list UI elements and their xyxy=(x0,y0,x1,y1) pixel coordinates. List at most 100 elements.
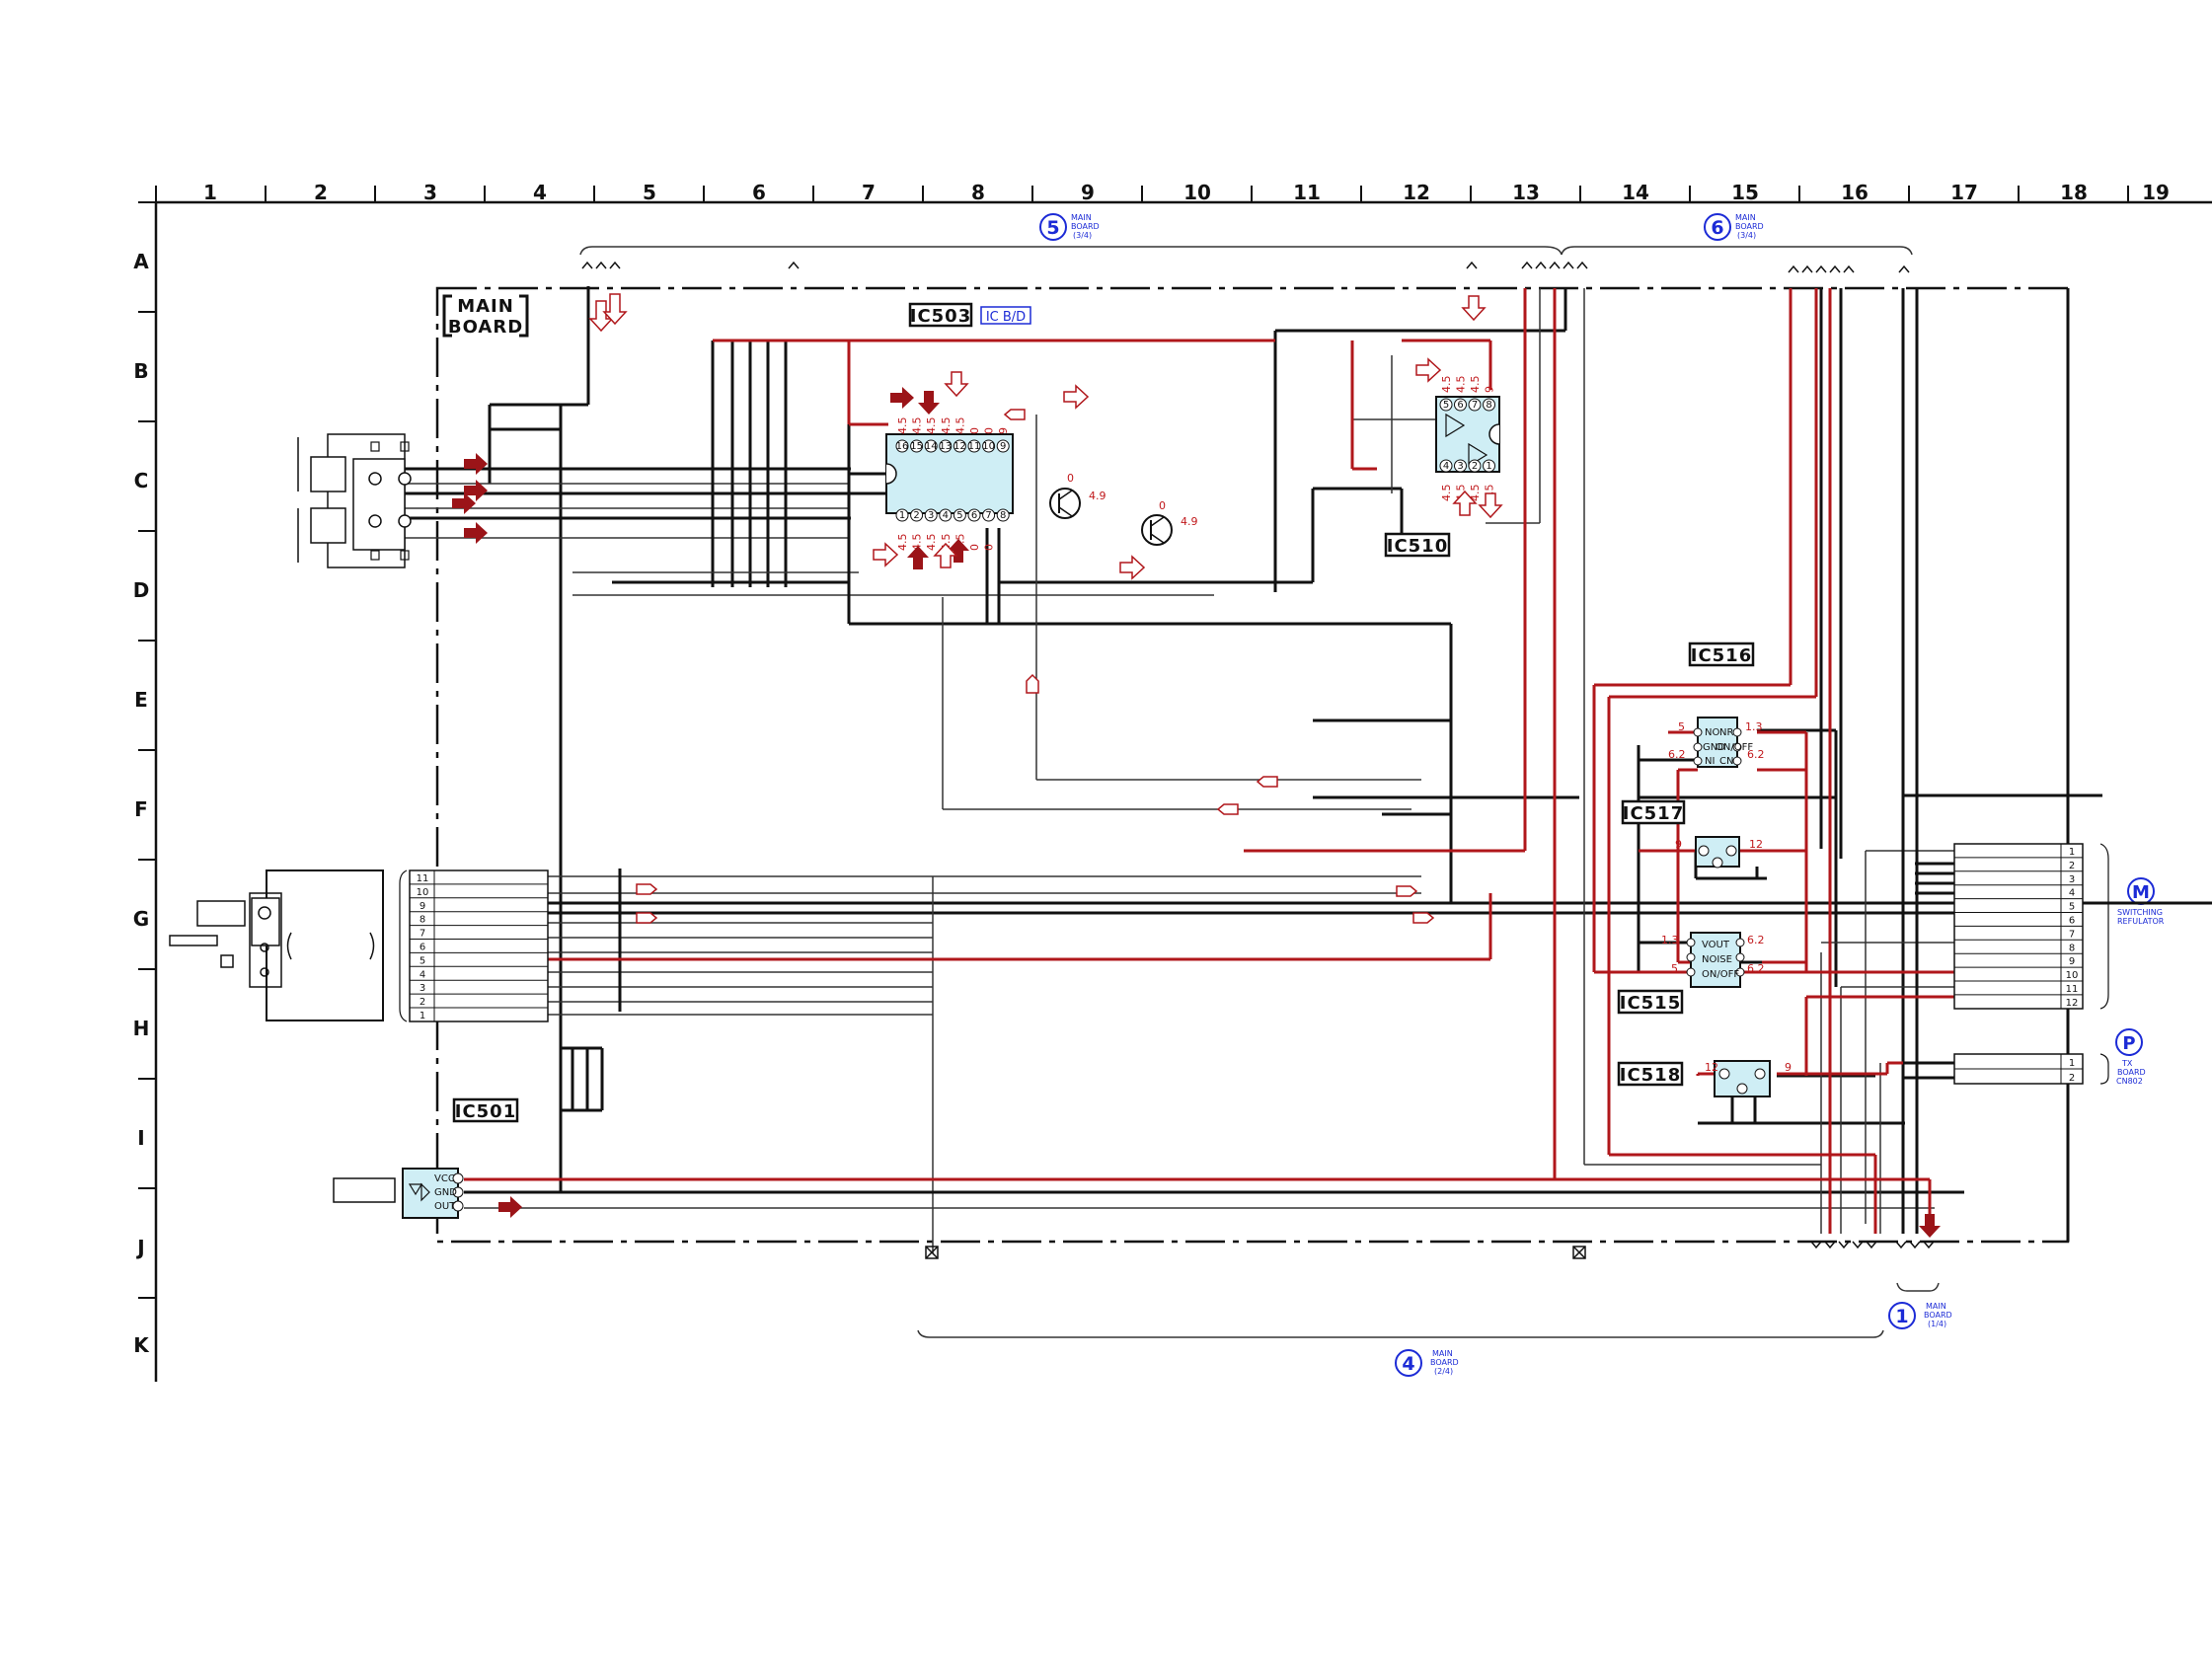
signal-arrows-open xyxy=(588,293,1503,580)
ic503-top-pin-num: 13 xyxy=(939,441,952,452)
ref-4-num: 4 xyxy=(1402,1353,1414,1375)
connector-flags xyxy=(636,409,1435,924)
col-12: 12 xyxy=(1403,181,1430,204)
ic503-top-pin-num: 14 xyxy=(925,441,938,452)
row-E: E xyxy=(134,688,148,712)
ic503-bottom-pin-num: 1 xyxy=(899,510,905,521)
ref-1-line1: MAIN xyxy=(1926,1302,1946,1311)
ic516-pin-onoff: ON/OFF xyxy=(1716,742,1753,753)
ic503-bottom-pin-num: 3 xyxy=(928,510,934,521)
col-17: 17 xyxy=(1950,181,1978,204)
ref-5-line3: (3/4) xyxy=(1073,231,1092,240)
ic510-label: IC510 xyxy=(1384,532,1451,558)
ic503-top-voltage: 4.5 xyxy=(925,417,938,435)
left-connector-pin: 5 xyxy=(420,955,425,966)
ref-P-line1: TX xyxy=(2121,1059,2133,1068)
ref-5-line2: BOARD xyxy=(1071,222,1100,231)
ref-6-line2: BOARD xyxy=(1735,222,1764,231)
ic510-bottom-pin-num: 4 xyxy=(1443,461,1449,472)
col-18: 18 xyxy=(2060,181,2088,204)
ic518-v-right: 9 xyxy=(1785,1061,1792,1074)
ref-P: P TX BOARD CN802 xyxy=(2115,1028,2146,1086)
ic503-top-voltage: 0 xyxy=(983,427,996,434)
col-9: 9 xyxy=(1081,181,1095,204)
ic517-label: IC517 xyxy=(1621,799,1686,825)
ic518-label: IC518 xyxy=(1617,1061,1684,1087)
ic516-pin-gnd: GND xyxy=(1703,742,1725,753)
row-A: A xyxy=(133,250,149,273)
ref-1-line3: (1/4) xyxy=(1928,1320,1946,1328)
ic516-pin-cn: CN xyxy=(1719,756,1733,767)
ref-M: M SWITCHING REFULATOR xyxy=(2117,877,2165,926)
ic503-bottom-pin xyxy=(982,508,996,522)
ic516-pin-no: NO xyxy=(1705,727,1719,738)
ic503-top-voltage: 0 xyxy=(968,427,981,434)
col-11: 11 xyxy=(1293,181,1321,204)
pickup-block xyxy=(169,869,384,1021)
ic503-bottom-voltage: 4.5 xyxy=(925,534,938,552)
ic510-bottom-pin xyxy=(1439,459,1453,473)
right-connector-pin: 6 xyxy=(2069,916,2075,927)
col-6: 6 xyxy=(752,181,766,204)
ref-4-line3: (2/4) xyxy=(1434,1367,1453,1376)
ic510-top-pin xyxy=(1483,398,1495,412)
ic503-top-pin xyxy=(982,439,996,453)
ic510-bottom-voltage: 4.5 xyxy=(1440,485,1453,502)
row-J: J xyxy=(135,1236,144,1259)
ref-6-line1: MAIN xyxy=(1735,213,1756,222)
col-5: 5 xyxy=(643,181,656,204)
right-connector-pin: 4 xyxy=(2069,888,2075,899)
ic503-top-pin-num: 12 xyxy=(953,441,966,452)
ic503-top-voltage: 9 xyxy=(997,427,1010,434)
ic503-bottom-pin xyxy=(996,508,1010,522)
left-connector-pin: 7 xyxy=(420,929,425,940)
ref-6-line3: (3/4) xyxy=(1737,231,1756,240)
ic503-top-pin-num: 15 xyxy=(910,441,923,452)
ic503-top-pin-num: 10 xyxy=(982,441,995,452)
left-connector-pin: 9 xyxy=(420,901,425,912)
ic510-bottom-pin-num: 2 xyxy=(1472,461,1478,472)
main-board-label: MAIN BOARD xyxy=(442,294,529,338)
ic510-top-pin-num: 7 xyxy=(1472,400,1478,411)
ic510-bottom-pin-num: 3 xyxy=(1457,461,1463,472)
ic503-top-pin xyxy=(953,439,966,453)
ic510-bottom-voltage: 4.5 xyxy=(1469,485,1482,502)
tx-connector-2pin: 1 2 xyxy=(1953,1053,2109,1085)
ref-6: 6 MAIN BOARD (3/4) xyxy=(1704,213,1764,241)
ic501-label-text: IC501 xyxy=(455,1101,516,1122)
ic515-pin-vout: VOUT xyxy=(1702,940,1730,950)
ic503-bottom-pin-num: 6 xyxy=(971,510,977,521)
ic503-bottom-pin xyxy=(910,508,924,522)
ref-1-line2: BOARD xyxy=(1924,1311,1952,1320)
ic510-label-text: IC510 xyxy=(1387,536,1448,557)
ic515-chip: VOUT NOISE ON/OFF 1.3 5 6.2 6.2 xyxy=(1661,932,1765,988)
ic503-top-pin xyxy=(910,439,924,453)
ic503-bottom-pin xyxy=(895,508,909,522)
signal-arrows-filled xyxy=(452,387,1941,1238)
ic515-pin-onoff: ON/OFF xyxy=(1702,969,1739,980)
q2-base-voltage: 0 xyxy=(1159,499,1166,512)
ic503-top-pin xyxy=(996,439,1010,453)
ic501-pin-vcc: VCC xyxy=(434,1173,455,1184)
ic516-pin-ni: NI xyxy=(1705,756,1715,767)
ic510-bottom-pin-num: 1 xyxy=(1486,461,1491,472)
ref-4: 4 MAIN BOARD (2/4) xyxy=(1395,1349,1459,1377)
red-wiring xyxy=(464,288,1954,1234)
ic515-pin-noise: NOISE xyxy=(1702,954,1732,965)
ic516-label: IC516 xyxy=(1688,642,1755,667)
transistor-q2: 0 4.9 xyxy=(1141,499,1198,546)
left-connector-pin: 6 xyxy=(420,943,425,953)
ic510-bottom-pin xyxy=(1483,459,1495,473)
main-board-line1: MAIN xyxy=(457,296,514,317)
ic503-top-voltage: 4.5 xyxy=(953,417,966,435)
left-connector-pin: 4 xyxy=(420,969,425,980)
col-2: 2 xyxy=(314,181,328,204)
right-connector-pin: 11 xyxy=(2066,984,2079,995)
ic503-label-text: IC503 xyxy=(910,306,971,327)
ic503-label: IC503 IC B/D xyxy=(908,302,1031,328)
column-labels: 1 2 3 4 5 6 7 8 9 10 11 12 13 14 15 16 1… xyxy=(203,181,2170,204)
ref-4-line1: MAIN xyxy=(1432,1349,1453,1358)
ic517-label-text: IC517 xyxy=(1623,803,1684,824)
ic501-pin-gnd: GND xyxy=(434,1187,457,1198)
